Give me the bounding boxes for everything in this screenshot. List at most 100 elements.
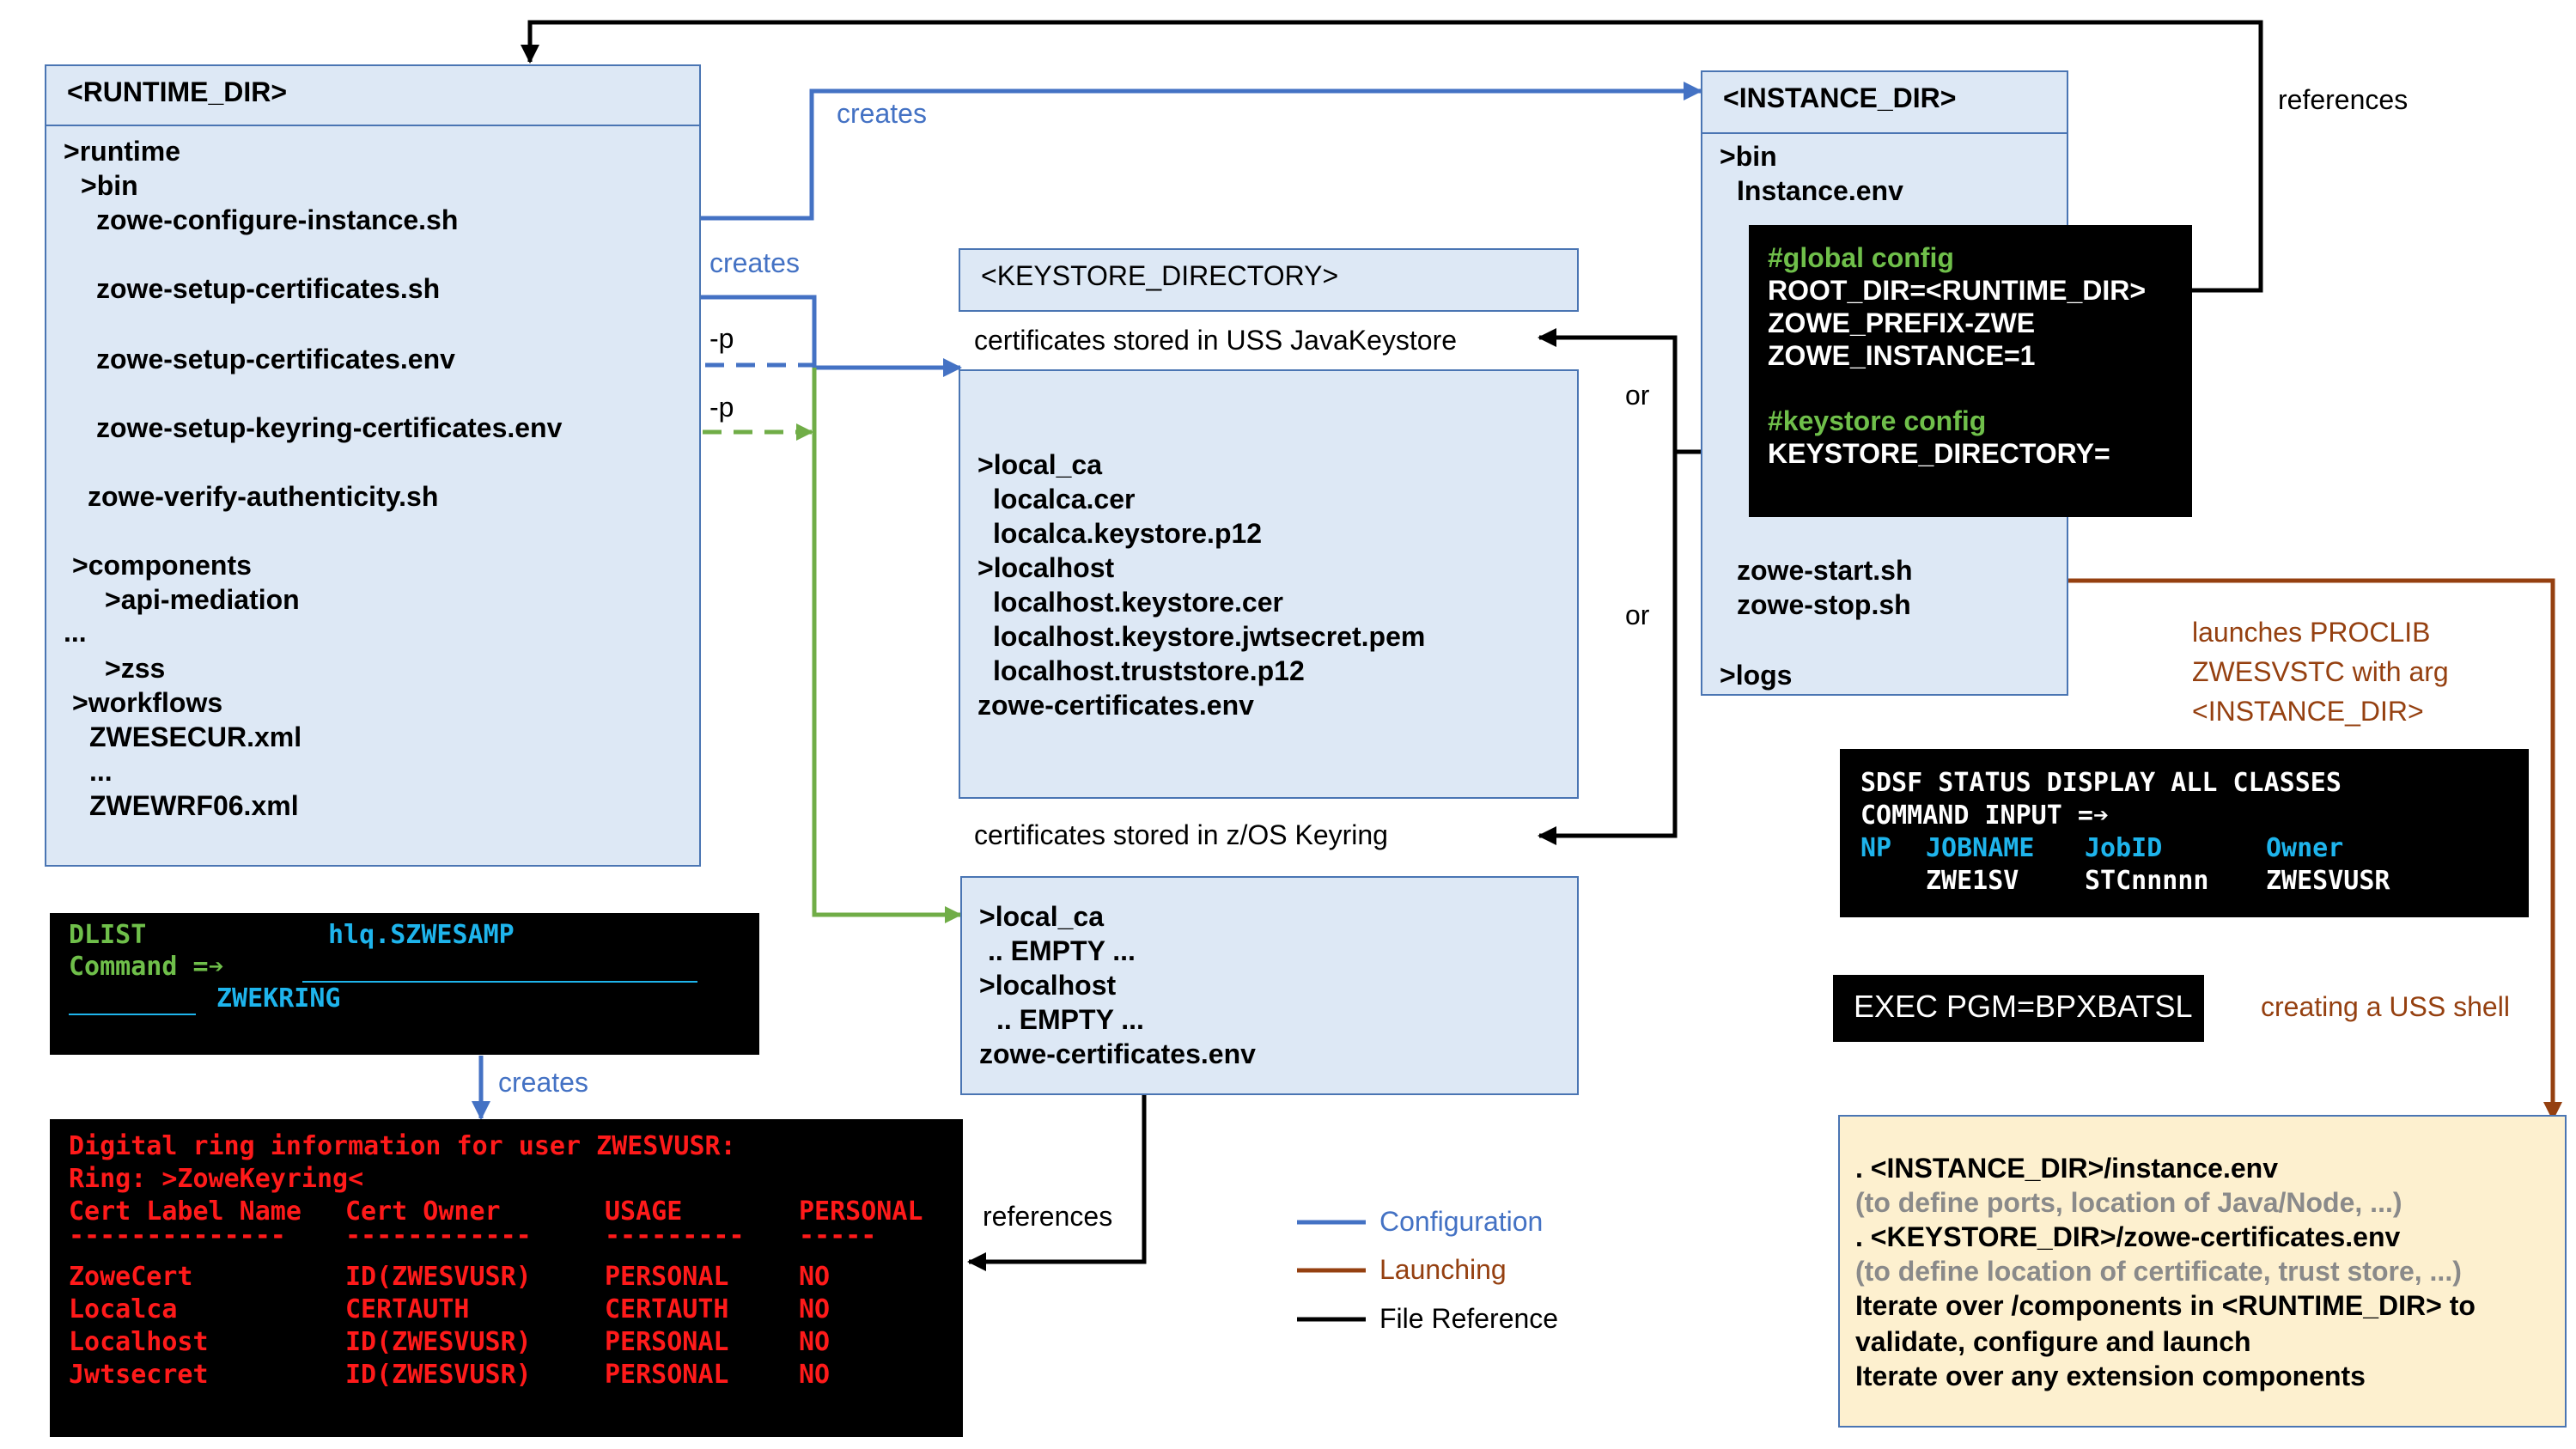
env-line: KEYSTORE_DIRECTORY= [1768,438,2110,469]
runtime-line: ... [89,756,113,787]
launches-label: ZWESVSTC with arg [2192,656,2449,687]
ring-col-header: Cert Label Name [69,1196,301,1227]
runtime-line: ZWEWRF06.xml [89,790,299,821]
arrow-right-icon: ➔ [2092,801,2109,831]
sdsf-terminal [1840,749,2529,917]
startup-line: Iterate over any extension components [1855,1361,2366,1391]
ring-col-header: Cert Owner [345,1196,501,1227]
ring-cell: NO [799,1327,831,1357]
startup-line: Iterate over /components in <RUNTIME_DIR… [1855,1290,2476,1321]
ring-line: .. EMPTY ... [996,1004,1144,1035]
instance-env-panel [1749,225,2192,517]
dlist-cmd: DLIST [69,920,147,950]
or-label: or [1625,600,1650,630]
instance-dir-header: <INSTANCE_DIR> [1701,70,2068,134]
command-input-line[interactable] [302,981,697,983]
instance-line: zowe-stop.sh [1737,589,1911,620]
runtime-dir-header: <RUNTIME_DIR> [45,64,701,126]
legend-launching: Launching [1379,1254,1507,1285]
env-line: ZOWE_PREFIX-ZWE [1768,307,2036,338]
creates-label: creates [498,1067,588,1098]
ring-keystore-box [960,876,1579,1095]
keystore-dir-arrow-2 [1538,452,1678,845]
runtime-line: >zss [105,653,166,684]
sdsf-owner: ZWESVUSR [2266,866,2390,896]
ring-col-header: PERSONAL [799,1196,923,1227]
p-flag-label: -p [709,392,734,423]
dlist-member: ZWEKRING [216,983,341,1014]
uss-line: >local_ca [977,449,1102,480]
instance-line: >bin [1720,141,1777,172]
startup-line: . <KEYSTORE_DIR>/zowe-certificates.env [1855,1221,2401,1252]
runtime-line: >api-mediation [105,584,300,615]
ring-cell: NO [799,1294,831,1324]
dlist-terminal [50,913,759,1055]
creates-label: creates [709,247,800,278]
references-label: references [983,1201,1113,1232]
uss-line: localca.keystore.p12 [993,518,1263,549]
ring-cell: NO [799,1360,831,1390]
env-line: ZOWE_INSTANCE=1 [1768,340,2036,371]
uss-line: zowe-certificates.env [977,690,1254,721]
uss-line: localhost.keystore.cer [993,587,1283,618]
np-input-line[interactable] [69,1014,196,1015]
uss-line: localca.cer [993,484,1136,514]
ring-cell: CERTAUTH [605,1294,729,1324]
ring-underline: --------- [605,1221,745,1251]
uss-line: localhost.keystore.jwtsecret.pem [993,621,1426,652]
env-comment: #keystore config [1768,405,1987,436]
runtime-line: zowe-configure-instance.sh [96,204,459,235]
startup-note: (to define location of certificate, trus… [1855,1256,2462,1287]
exec-text: EXEC PGM=BPXBATSL [1854,989,2193,1024]
references-arrow-bottom [967,1095,1147,1271]
ring-line: .. EMPTY ... [988,935,1136,966]
runtime-line: >bin [81,170,138,201]
creating-shell-label: creating a USS shell [2261,991,2510,1022]
startup-line: . <INSTANCE_DIR>/instance.env [1855,1153,2278,1184]
startup-note: (to define ports, location of Java/Node,… [1855,1187,2402,1218]
ring-title: Digital ring information for user ZWESVU… [69,1131,736,1161]
runtime-line: zowe-verify-authenticity.sh [88,481,439,512]
startup-line: validate, configure and launch [1855,1326,2251,1357]
ring-cell: PERSONAL [605,1327,729,1357]
ring-cell: Jwtsecret [69,1360,209,1390]
runtime-line: >workflows [72,687,223,718]
uss-line: localhost.truststore.p12 [993,655,1305,686]
ring-cell: PERSONAL [605,1360,729,1390]
instance-line: >logs [1720,660,1793,691]
ring-col-header: USAGE [605,1196,683,1227]
sdsf-col-jobname: JOBNAME [1926,833,2035,863]
runtime-line: >runtime [64,136,181,167]
legend-file-reference: File Reference [1379,1303,1559,1334]
ring-cell: ID(ZWESVUSR) [345,1360,532,1390]
runtime-line: >components [72,550,252,581]
ring-underline: -------------- [69,1221,286,1251]
instance-line: zowe-start.sh [1737,555,1913,586]
ring-underline: ----- [799,1221,877,1251]
ring-cell: ZoweCert [69,1262,193,1292]
launches-label: <INSTANCE_DIR> [2192,696,2424,727]
env-line: ROOT_DIR=<RUNTIME_DIR> [1768,275,2147,306]
launch-arrow [1948,578,2562,1121]
ring-line: >local_ca [979,901,1104,932]
startup-box [1838,1115,2567,1428]
references-label: references [2278,84,2409,115]
sdsf-col-jobid: JobID [2085,833,2163,863]
keystore-dir-header: <KEYSTORE_DIRECTORY> [959,248,1579,312]
sdsf-jobname: ZWE1SV [1926,866,2019,896]
or-label: or [1625,380,1650,411]
sdsf-col-owner: Owner [2266,833,2344,863]
runtime-dir-box [45,125,701,867]
ring-cell: Localhost [69,1327,209,1357]
launches-label: launches PROCLIB [2192,617,2431,648]
ring-cell: PERSONAL [605,1262,729,1292]
ring-terminal [50,1119,963,1437]
runtime-line: zowe-setup-keyring-certificates.env [96,412,563,443]
p-flag-label: -p [709,323,734,354]
ring-name: Ring: >ZoweKeyring< [69,1164,364,1194]
sdsf-col-np: NP [1860,833,1892,863]
ring-cell: NO [799,1262,831,1292]
instance-line: Instance.env [1737,175,1903,206]
runtime-line: zowe-setup-certificates.sh [96,273,441,304]
ring-line: zowe-certificates.env [979,1038,1256,1069]
